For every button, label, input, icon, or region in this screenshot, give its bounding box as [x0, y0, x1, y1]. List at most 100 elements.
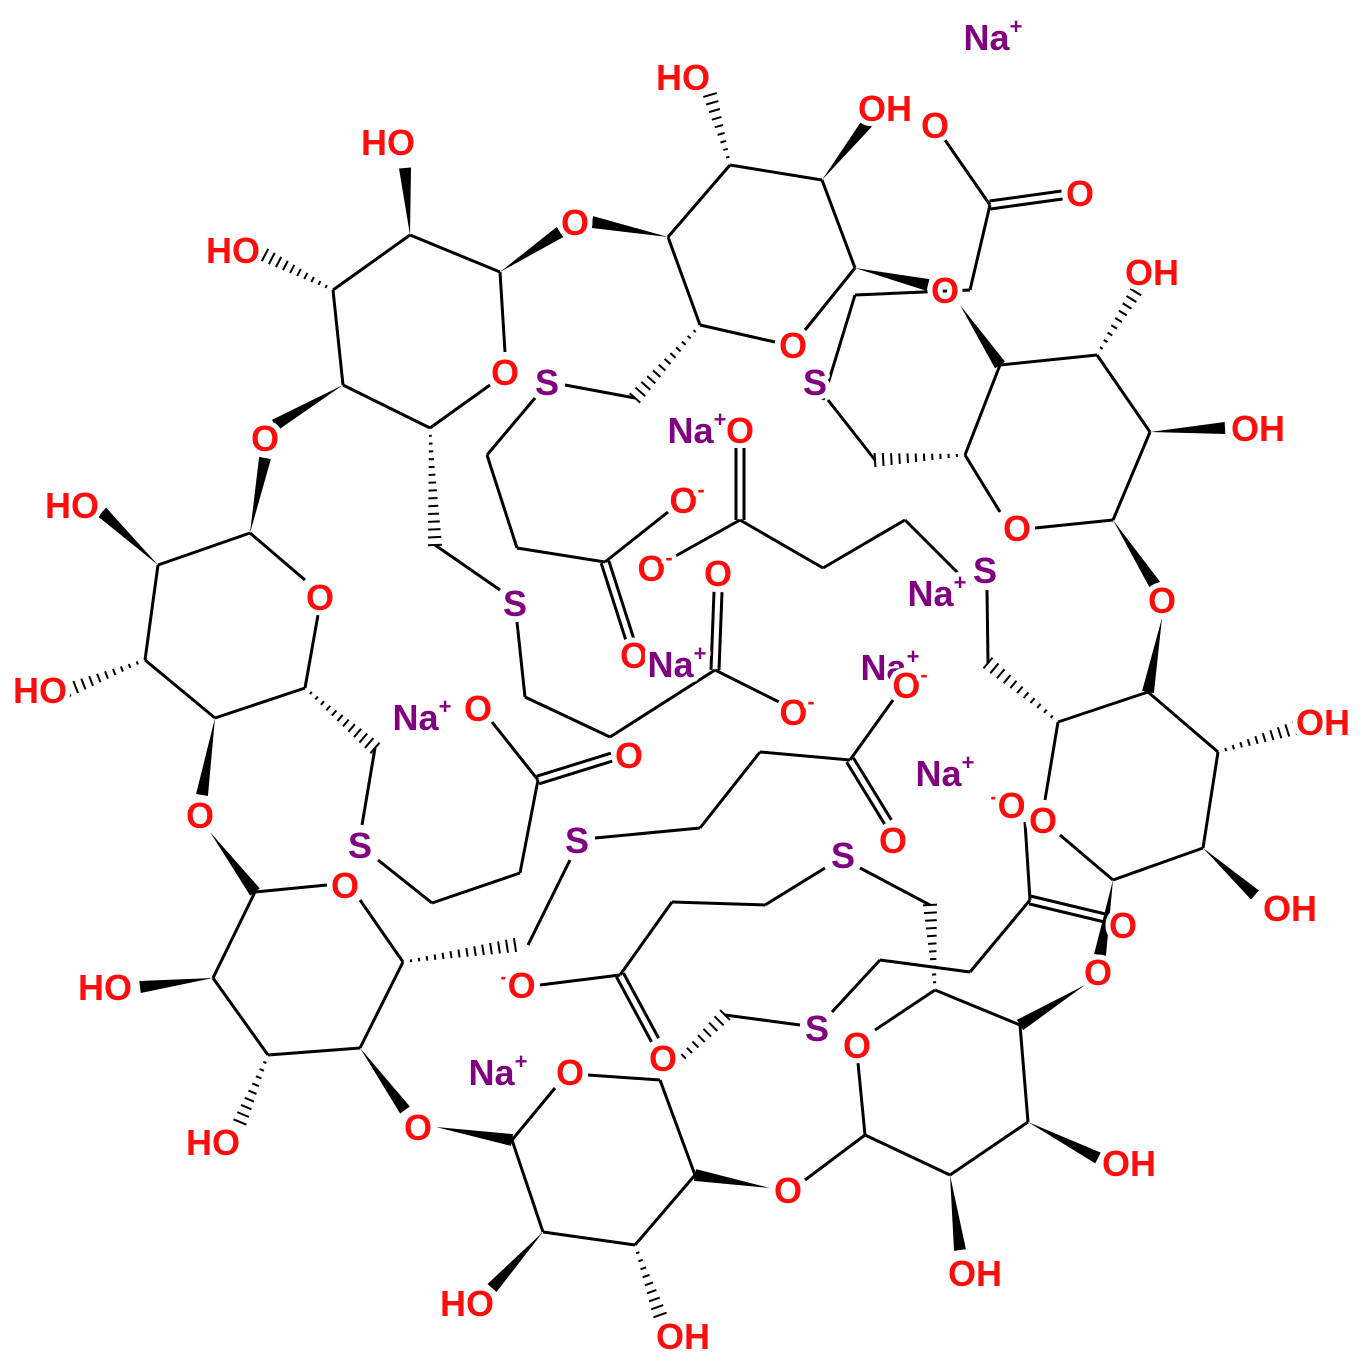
- hash-bond-stroke: [725, 155, 730, 159]
- hash-bond-stroke: [1246, 738, 1251, 746]
- single-bond: [968, 204, 992, 291]
- hash-bond-stroke: [1261, 732, 1267, 743]
- wedge-bond: [822, 118, 873, 180]
- hash-bond-stroke: [324, 284, 328, 289]
- single-bond: [526, 859, 572, 946]
- single-bond: [1057, 690, 1149, 724]
- hash-bond-stroke: [648, 1296, 661, 1303]
- hash-bond-stroke: [267, 252, 276, 265]
- hash-bond-stroke: [711, 115, 722, 121]
- wedge-bond: [1016, 985, 1085, 1031]
- hydroxyl-label: HO: [78, 967, 132, 1008]
- hash-bond-stroke: [347, 723, 356, 733]
- single-bond: [332, 233, 411, 292]
- wedge-bond: [1142, 618, 1162, 694]
- oxygen-atom: O: [1066, 173, 1094, 214]
- hydroxyl-label: HO: [440, 1283, 494, 1324]
- double-bond-line: [1030, 894, 1107, 916]
- single-bond: [609, 668, 716, 739]
- oxygen-atom: O: [1148, 580, 1176, 621]
- single-bond: [267, 1046, 361, 1057]
- hash-bond-stroke: [1118, 309, 1128, 317]
- hash-bond-stroke: [692, 329, 697, 333]
- single-bond: [498, 271, 507, 353]
- single-bond: [542, 1230, 636, 1247]
- hash-bond-stroke: [663, 358, 672, 365]
- hash-bond-stroke: [1099, 346, 1104, 350]
- hash-bond-stroke: [644, 1281, 654, 1287]
- oxygen-atom: O: [649, 1038, 677, 1079]
- hash-bond-stroke: [686, 1047, 693, 1054]
- double-bond-line: [852, 757, 893, 821]
- hash-bond-stroke: [1049, 714, 1054, 719]
- hash-bond-stroke: [1023, 691, 1030, 699]
- hash-bond-stroke: [650, 1304, 664, 1311]
- single-bond: [358, 899, 405, 963]
- hash-bond-stroke: [646, 375, 657, 385]
- hash-bond-stroke: [714, 123, 724, 129]
- double-bond-line: [622, 972, 660, 1039]
- hash-bond-stroke: [925, 926, 937, 930]
- hash-bond-stroke: [687, 335, 692, 340]
- double-bond-line: [717, 592, 724, 671]
- single-bond: [518, 779, 540, 874]
- hash-bond-stroke: [262, 1060, 267, 1065]
- hydroxyl-label: HO: [361, 122, 415, 163]
- double-bond-line: [599, 562, 628, 642]
- oxygen-atom: O: [921, 105, 949, 146]
- double-bond-line: [845, 761, 886, 825]
- hash-bond-stroke: [1110, 324, 1118, 330]
- single-bond: [144, 658, 216, 720]
- hash-bond-stroke: [927, 942, 937, 945]
- sulfur-atom: S: [565, 820, 589, 861]
- oxygen-atom: O: [556, 1052, 584, 1093]
- single-bond: [1111, 431, 1152, 521]
- hash-bond-stroke: [691, 1040, 700, 1049]
- hash-bond-stroke: [717, 131, 725, 136]
- hydroxyl-label: HO: [186, 1122, 240, 1163]
- single-bond: [764, 866, 826, 907]
- single-bond: [759, 750, 851, 762]
- oxygen-atom: O: [404, 1107, 432, 1148]
- hydroxyl-label: OH: [1102, 1143, 1156, 1184]
- hash-bond-stroke: [675, 1059, 681, 1065]
- hash-bond-stroke: [289, 264, 296, 274]
- single-bond: [699, 323, 776, 344]
- hash-bond-stroke: [723, 147, 729, 152]
- hash-bond-stroke: [640, 381, 651, 391]
- double-bond-line: [607, 560, 636, 640]
- single-bond: [859, 866, 931, 907]
- hash-bond-stroke: [505, 939, 509, 953]
- hash-bond-stroke: [713, 1015, 725, 1027]
- single-bond: [999, 353, 1098, 367]
- hash-bond-stroke: [342, 718, 350, 728]
- single-bond: [821, 294, 857, 401]
- hydroxyl-label: OH: [948, 1253, 1002, 1294]
- single-bond: [658, 1079, 697, 1176]
- double-bond-line: [709, 591, 716, 670]
- hash-bond-stroke: [428, 535, 442, 539]
- sodium-ion: Na+: [916, 750, 975, 794]
- hash-bond-stroke: [465, 947, 469, 957]
- single-bond: [804, 1133, 866, 1182]
- hydroxyl-label: HO: [206, 230, 260, 271]
- hash-bond-stroke: [497, 941, 501, 954]
- hash-bond-stroke: [1114, 317, 1123, 323]
- single-bond: [429, 383, 491, 430]
- single-bond: [516, 546, 606, 564]
- single-bond: [331, 289, 345, 386]
- oxygen-atom: O: [1109, 905, 1137, 946]
- hash-bond-stroke: [1284, 723, 1291, 737]
- oxygen-atom: O: [186, 795, 214, 836]
- single-bond: [1059, 833, 1114, 882]
- sulfur-atom: S: [803, 362, 827, 403]
- single-bond: [879, 958, 971, 974]
- hash-bond-stroke: [1103, 338, 1108, 344]
- hash-bond-stroke: [353, 728, 362, 738]
- double-bond-line: [1028, 902, 1105, 924]
- wedge-bond: [1150, 422, 1226, 434]
- single-bond: [510, 1087, 557, 1141]
- sodium-ion: Na+: [648, 641, 707, 685]
